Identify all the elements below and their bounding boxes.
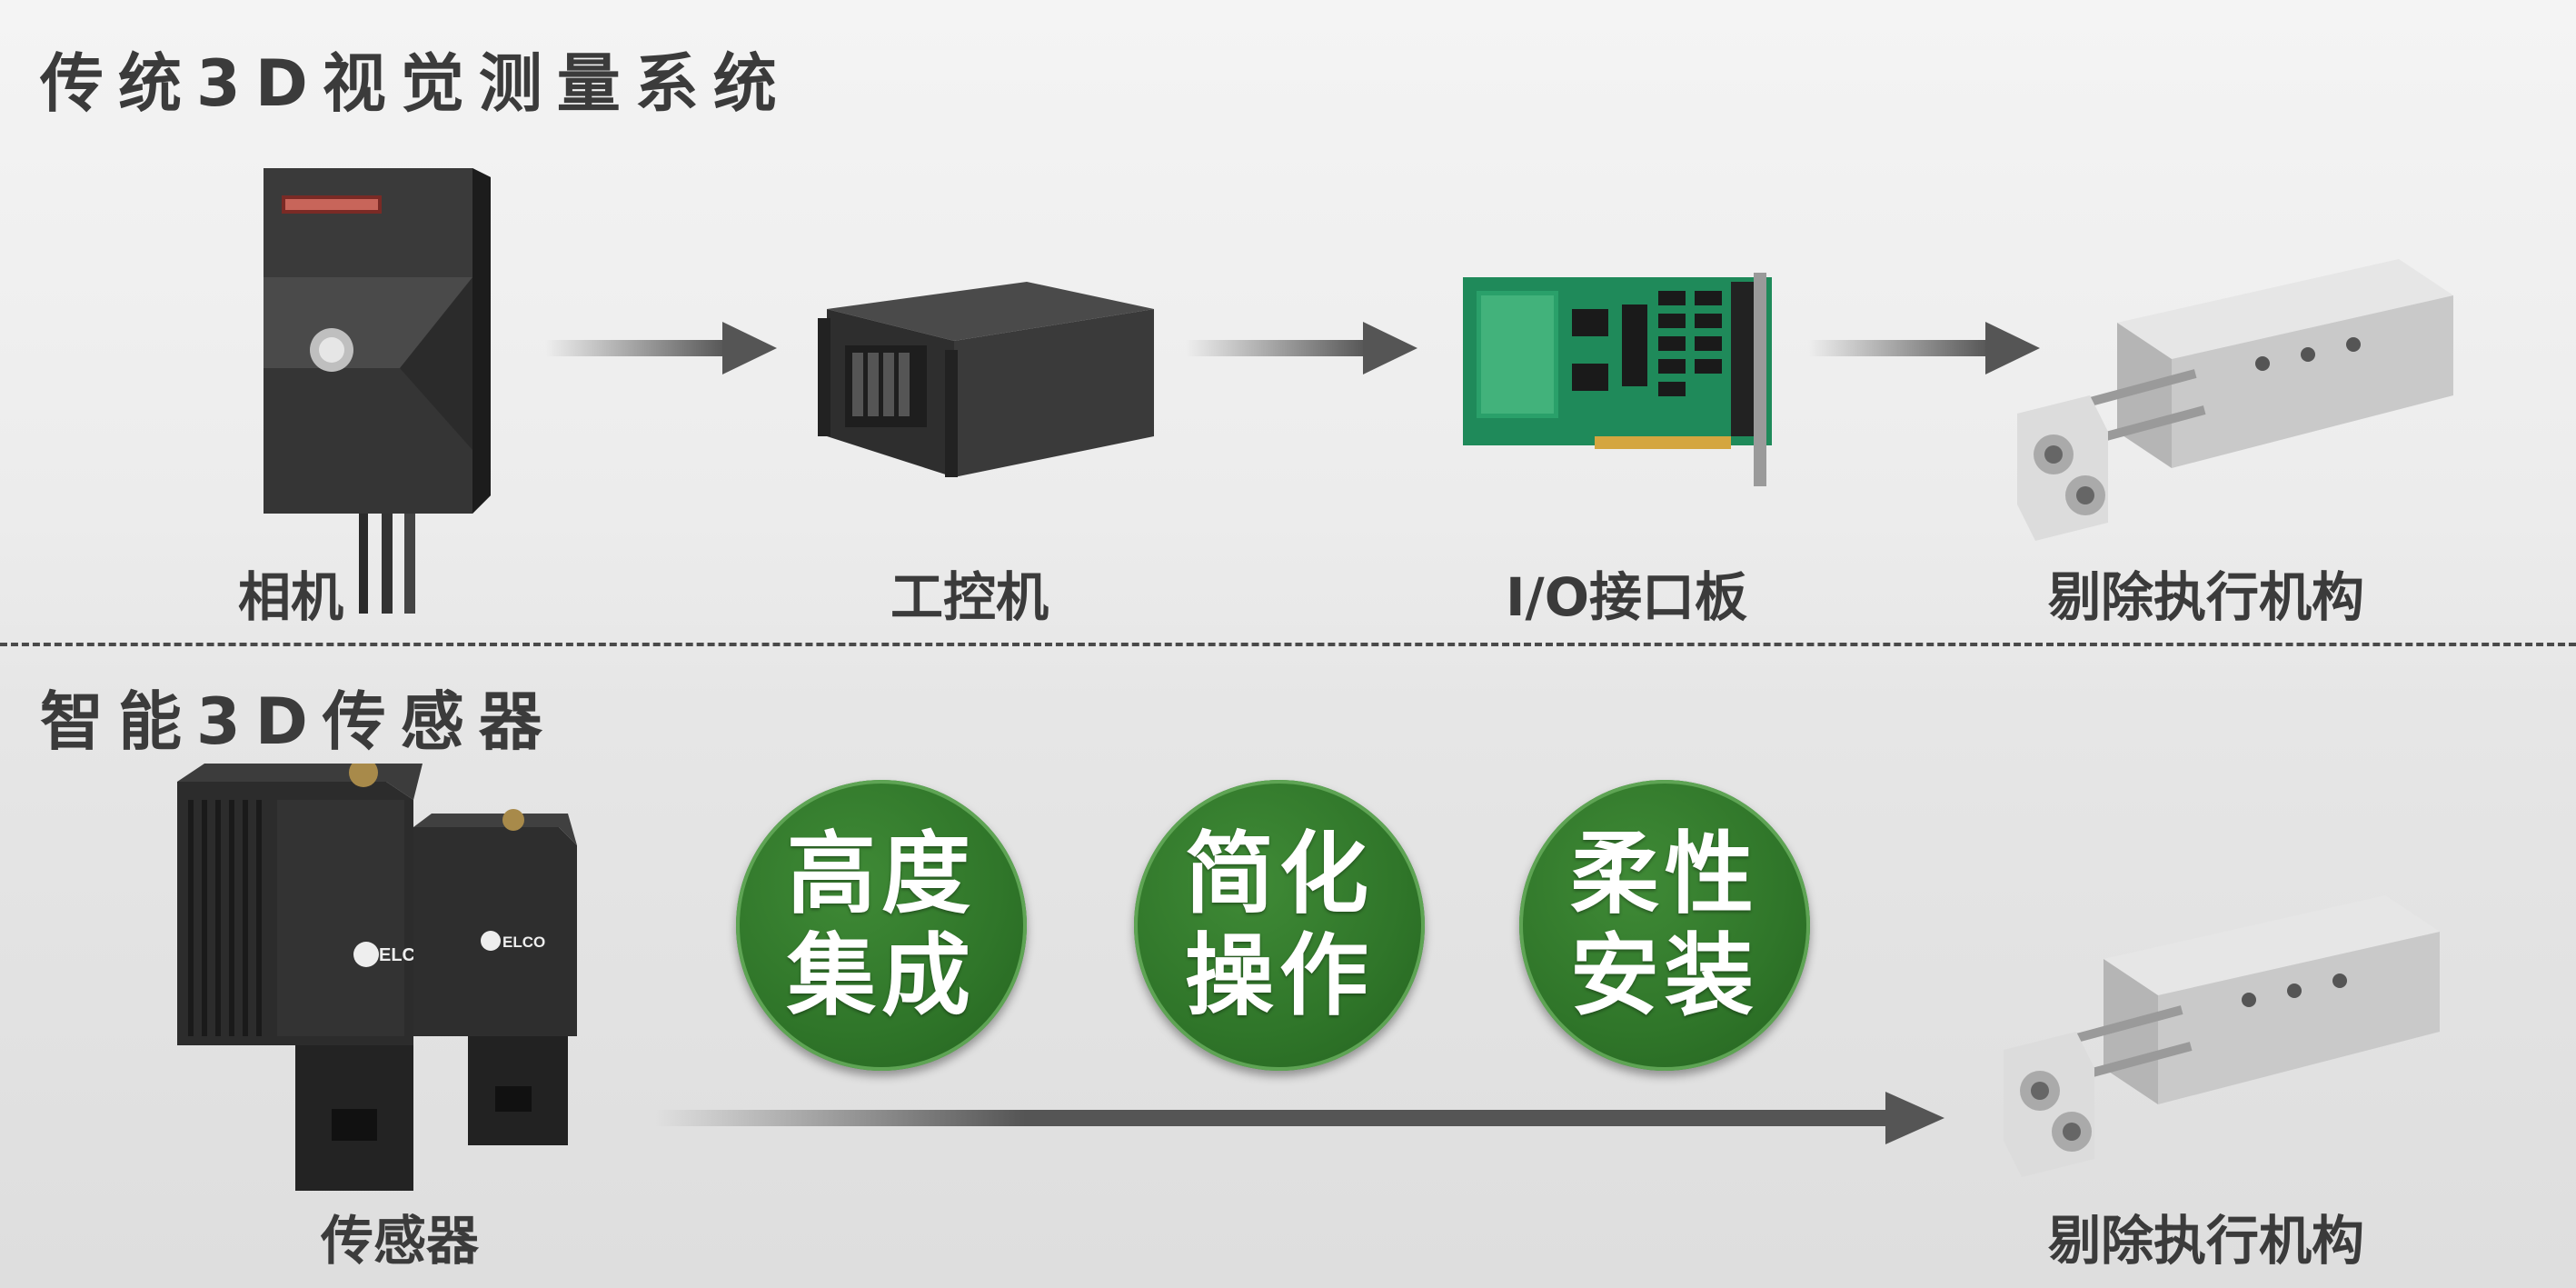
feature-badge-installation: 柔性 安装	[1519, 780, 1810, 1071]
io-card-image	[1458, 273, 1804, 500]
industrial-pc-label: 工控机	[890, 566, 1049, 628]
traditional-system-title: 传统3D视觉测量系统	[40, 46, 791, 121]
camera-image	[245, 159, 518, 614]
camera-label: 相机	[237, 566, 344, 628]
actuator-label: 剔除执行机构	[2047, 566, 2365, 628]
badge-line: 高度	[786, 823, 976, 926]
badge-line: 柔性	[1569, 823, 1759, 926]
badge-line: 操作	[1184, 924, 1374, 1028]
sensor-image: ELCO ELCO	[177, 764, 586, 1209]
feature-badge-operation: 简化 操作	[1134, 780, 1425, 1071]
section-divider	[0, 643, 2576, 646]
actuator-image	[2008, 259, 2462, 541]
actuator-image	[1994, 895, 2449, 1177]
arrow-right-icon	[1186, 316, 1422, 380]
long-arrow-right-icon	[654, 1086, 1954, 1150]
actuator-label: 剔除执行机构	[2047, 1210, 2365, 1272]
arrow-right-icon	[1808, 316, 2044, 380]
badge-line: 简化	[1184, 823, 1374, 926]
badge-line: 集成	[786, 924, 976, 1028]
feature-badge-integration: 高度 集成	[736, 780, 1027, 1071]
sensor-brand-text: ELCO	[502, 934, 545, 951]
badge-line: 安装	[1569, 924, 1759, 1028]
smart-sensor-title: 智能3D传感器	[40, 684, 557, 759]
industrial-pc-image	[818, 264, 1163, 491]
io-card-label: I/O接口板	[1505, 566, 1748, 628]
arrow-right-icon	[545, 316, 781, 380]
sensor-label: 传感器	[320, 1210, 480, 1272]
